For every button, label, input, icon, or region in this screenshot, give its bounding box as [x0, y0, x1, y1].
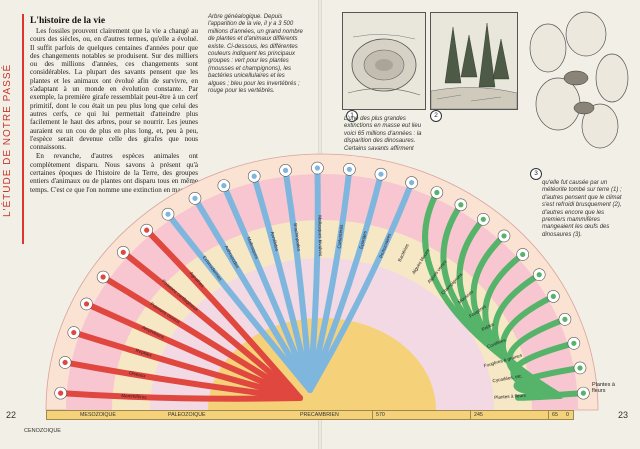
blue-organism-icon-dot-4	[282, 167, 289, 173]
green-organism-icon-dot-10	[580, 390, 586, 396]
blue-branch-label-3: Annélides	[270, 231, 280, 252]
blue-organism-icon-dot-0	[165, 211, 171, 217]
green-organism-icon-dot-6	[550, 293, 556, 299]
forest-illustration	[430, 12, 518, 110]
timeline-tick-570	[372, 410, 373, 420]
blue-branch-6	[307, 166, 353, 393]
red-organism-icon-dot-4	[100, 274, 106, 280]
blue-branch-2	[220, 182, 313, 393]
timeline-label-570: 570	[376, 412, 385, 418]
red-branch-1	[62, 359, 303, 401]
green-organism-icon-dot-5	[536, 272, 542, 278]
blue-organism-icon-dot-1	[192, 195, 198, 201]
organism-icons	[54, 161, 590, 400]
blue-branch-label-6: Cœlentérés	[336, 224, 344, 249]
green-organism-icon-dot-2	[480, 216, 486, 222]
red-branch-label-0: Mammifères	[121, 393, 147, 400]
article-title: L'histoire de la vie	[30, 16, 106, 26]
blue-branch-1	[191, 195, 313, 393]
red-organism-icon-dot-2	[71, 329, 77, 336]
green-organism-icon-dot-0	[434, 189, 440, 196]
blue-organism-icon-dot-8	[409, 179, 415, 186]
timeline-label-65: 65	[552, 412, 558, 418]
branch-lines	[57, 165, 587, 402]
page-number-left: 22	[6, 410, 17, 420]
blue-branch-label-5: Mollusques bivalves	[317, 215, 323, 257]
extinction-caption-part-1: L'une des plus grandes extinctions en ma…	[344, 116, 422, 152]
green-branch-label-6: Prêles	[481, 321, 495, 332]
green-branch-label-9: Cycadées, etc.	[492, 373, 523, 383]
green-organism-icon-dot-1	[458, 202, 464, 208]
green-branch-10	[515, 390, 587, 401]
illustration-number-1: 1	[346, 110, 358, 122]
green-organism-icon-dot-9	[577, 365, 583, 371]
era-precambrien: PRECAMBRIEN	[300, 412, 339, 418]
cenozoique-label: CENOZOIQUE	[24, 428, 61, 434]
red-branch-4	[100, 274, 303, 401]
red-branch-3	[83, 300, 303, 401]
green-organism-icon-dot-7	[562, 316, 568, 322]
red-organism-icon-dot-3	[83, 301, 90, 307]
blue-branch-0	[165, 211, 313, 393]
blue-branch-label-4: Brachiopodes	[293, 223, 302, 252]
eggs-drawing	[529, 11, 629, 149]
red-branch-0	[57, 390, 303, 402]
green-organism-icon-dot-4	[520, 251, 526, 258]
blue-branch-4	[282, 167, 313, 393]
red-organism-icon-dot-0	[58, 390, 64, 396]
blue-branch-label-7: Eponges	[358, 230, 367, 249]
blue-branch-3	[251, 173, 313, 393]
green-branch-8	[510, 340, 577, 399]
green-organism-icon-dot-3	[501, 233, 507, 239]
illustration-number-2: 2	[430, 110, 442, 122]
timeline-label-245: 245	[474, 412, 483, 418]
era-paleozoique: PALEOZOIQUE	[168, 412, 206, 418]
extinction-caption-part-2: qu'elle fut causée par un météorite tomb…	[542, 180, 622, 238]
green-branch-label-10: Plantes à fleurs	[494, 393, 527, 400]
blue-organism-icon-dot-3	[251, 173, 257, 179]
eggs-illustration	[524, 8, 630, 168]
crater-illustration	[342, 12, 426, 110]
blue-organism-icon-dot-2	[221, 183, 227, 189]
illustration-number-3: 3	[530, 168, 542, 180]
article-body: Les fossiles prouvent clairement que la …	[30, 27, 198, 195]
forest-drawing	[431, 22, 517, 109]
blue-organism-icon-dot-6	[346, 166, 352, 172]
timeline-bar	[46, 410, 574, 420]
red-branch-label-2: Reptiles	[135, 348, 153, 358]
red-organism-icon-dot-1	[62, 359, 68, 366]
era-mesozoique: MESOZOIQUE	[80, 412, 116, 418]
page-number-right: 23	[618, 410, 629, 420]
blue-branch-8	[307, 179, 415, 393]
red-branch-label-1: Oiseaux	[129, 370, 147, 378]
timeline-tick-65	[548, 410, 549, 420]
tree-caption: Arbre généalogique. Depuis l'apparition …	[208, 14, 303, 95]
timeline-tick-245	[470, 410, 471, 420]
green-organism-icon-dot-8	[571, 340, 577, 346]
red-branch-6	[143, 227, 303, 401]
timeline-label-0: 0	[566, 412, 569, 418]
flowering-plants-label: Plantes à fleurs	[592, 382, 615, 394]
blue-branch-5	[307, 165, 321, 393]
red-branch-5	[120, 249, 303, 401]
blue-organism-icon-dot-7	[378, 171, 384, 177]
article-paragraph-2: En revanche, d'autres espèces animales o…	[30, 152, 198, 194]
crater-drawing	[347, 34, 421, 96]
blue-organism-icon-dot-5	[314, 165, 321, 171]
red-organism-icon-dot-5	[120, 249, 126, 255]
red-organism-icon-dot-6	[144, 227, 150, 233]
red-branch-2	[70, 329, 303, 401]
article-paragraph-1: Les fossiles prouvent clairement que la …	[30, 27, 198, 152]
red-margin-rule	[22, 14, 24, 244]
blue-branch-7	[307, 171, 384, 393]
